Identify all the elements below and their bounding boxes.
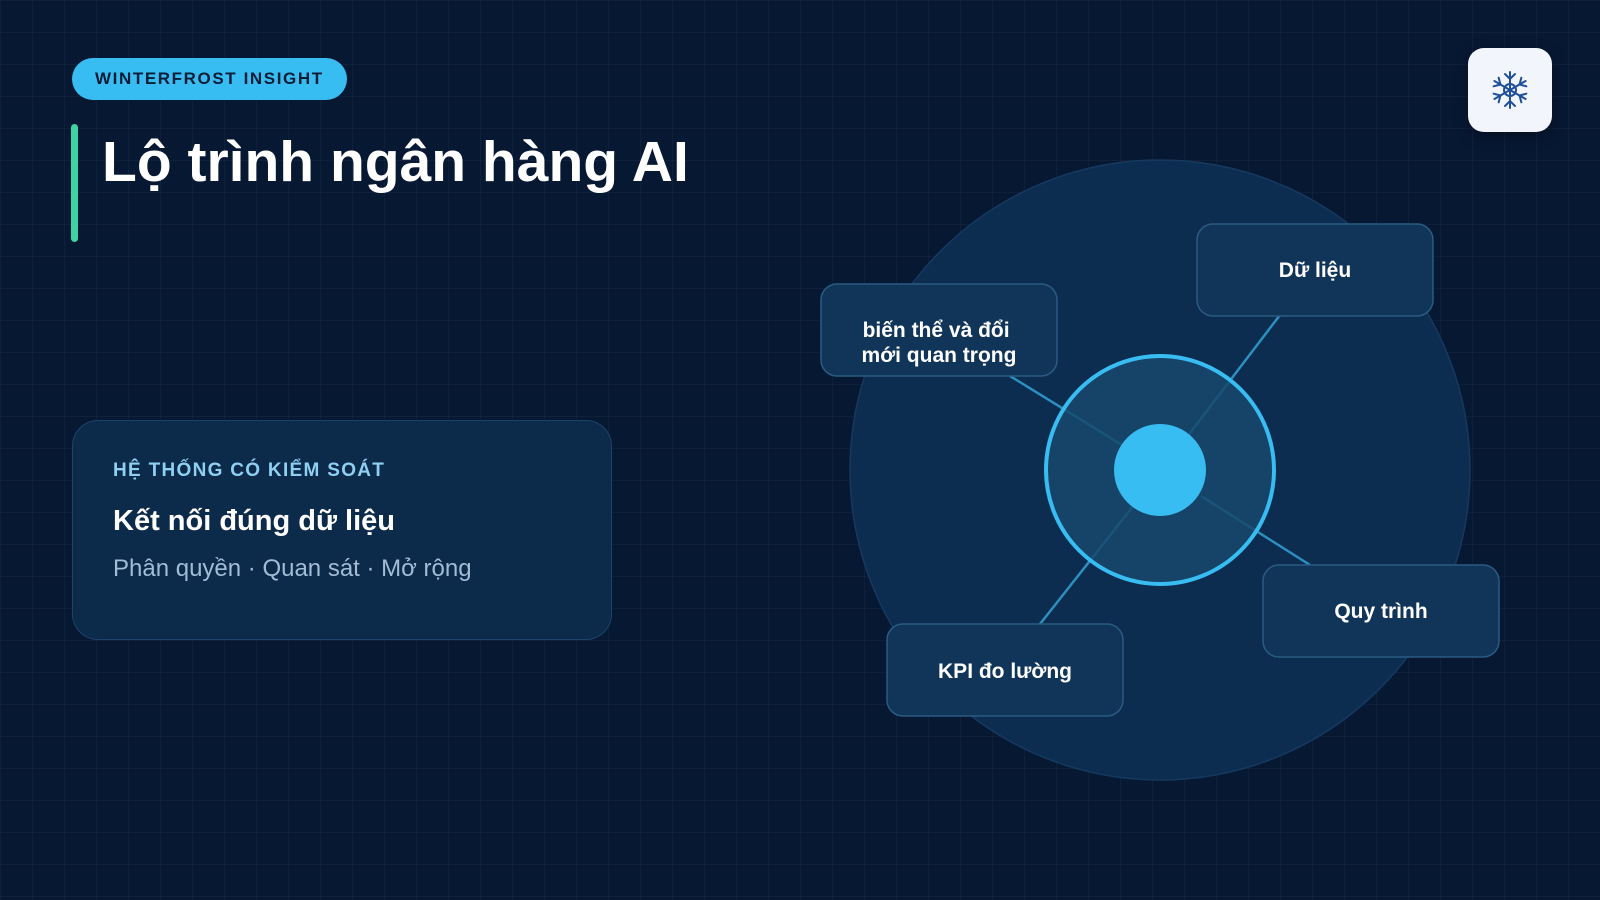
node-process-box xyxy=(1262,564,1500,658)
node-kpi: KPI đo lường xyxy=(886,623,1124,717)
card-headline: Kết nối đúng dữ liệu xyxy=(113,505,395,537)
node-innovation-line-1: biến thể và đổi xyxy=(863,319,1010,342)
node-innovation: biến thể và đổi mới quan trọng xyxy=(820,283,1058,377)
node-data: Dữ liệu xyxy=(1196,223,1434,317)
brand-badge: WINTERFROST INSIGHT xyxy=(72,58,347,100)
snowflake-icon xyxy=(1492,71,1528,109)
title-accent-bar xyxy=(71,124,78,242)
hub-core xyxy=(1114,424,1206,516)
node-kpi-label: KPI đo lường xyxy=(938,660,1072,683)
node-data-box xyxy=(1196,223,1434,317)
node-kpi-box xyxy=(886,623,1124,717)
node-data-label: Dữ liệu xyxy=(1279,259,1351,282)
node-innovation-label: biến thể và đổi mới quan trọng xyxy=(862,319,1017,367)
page-title: Lộ trình ngân hàng AI xyxy=(102,130,689,194)
node-innovation-line-2: mới quan trọng xyxy=(862,344,1017,367)
logo-tile xyxy=(1468,48,1552,132)
card-subline: Phân quyền · Quan sát · Mở rộng xyxy=(113,555,472,582)
info-card: HỆ THỐNG CÓ KIỂM SOÁT Kết nối đúng dữ li… xyxy=(72,420,612,640)
node-process: Quy trình xyxy=(1262,564,1500,658)
node-process-label: Quy trình xyxy=(1334,600,1427,623)
node-innovation-box xyxy=(820,283,1058,377)
card-kicker: HỆ THỐNG CÓ KIỂM SOÁT xyxy=(113,460,386,481)
